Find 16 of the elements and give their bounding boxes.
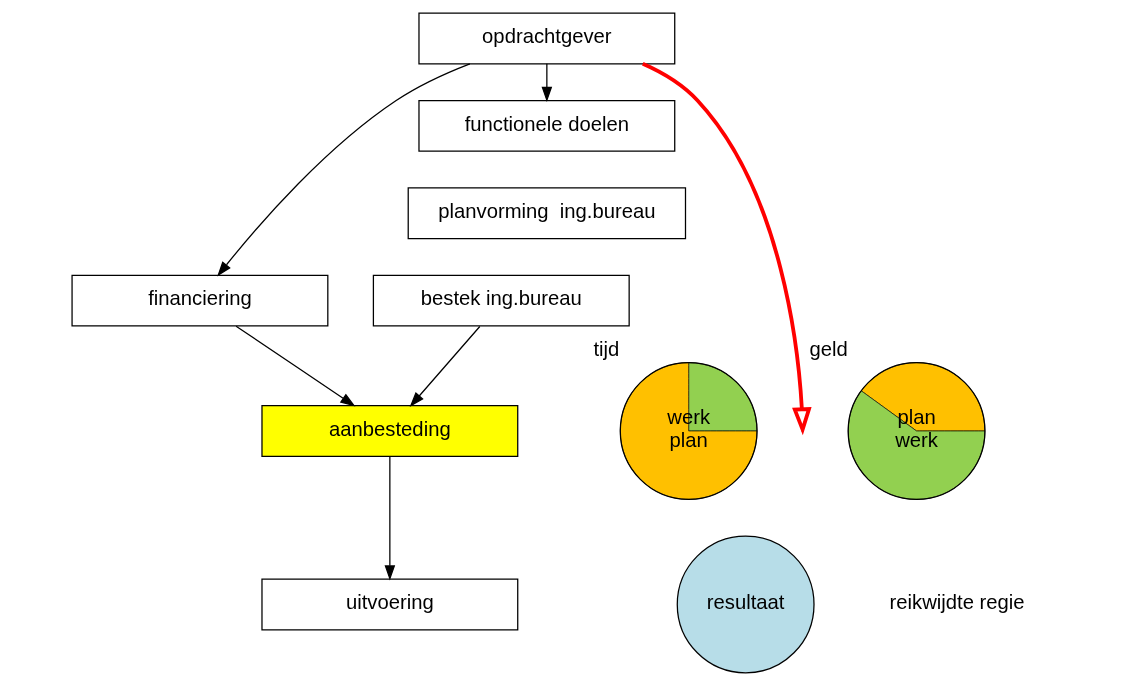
node-label: geld [809, 338, 848, 361]
node-box: aanbesteding [261, 405, 519, 457]
arrow [235, 325, 356, 407]
node-box: uitvoering [261, 578, 519, 631]
arrow [384, 455, 396, 581]
arrow [409, 325, 481, 408]
node-box: functionele doelen [418, 99, 676, 152]
node-label: tijd [593, 338, 620, 361]
arrow [217, 63, 471, 277]
label: reikwijdte regie [889, 591, 1025, 614]
node-box: financiering [71, 274, 329, 327]
node-circle: resultaat [676, 535, 815, 674]
node-box: bestek ing.bureau [372, 274, 630, 327]
node-box: planvorming ing.bureau [407, 187, 687, 240]
node-box: opdrachtgever [418, 12, 676, 65]
arrow [541, 63, 553, 103]
